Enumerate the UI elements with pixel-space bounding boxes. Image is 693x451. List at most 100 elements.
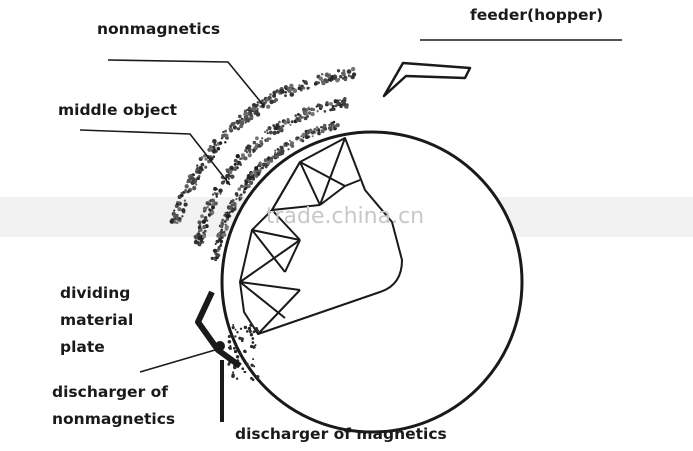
particle: [230, 171, 233, 174]
particle: [199, 239, 204, 243]
particle-stream-2: [193, 96, 349, 247]
particle: [218, 188, 223, 193]
particle: [350, 66, 356, 72]
particle: [319, 104, 324, 109]
particle: [307, 106, 310, 109]
particle: [342, 69, 346, 73]
particle: [279, 145, 284, 150]
particle: [272, 93, 277, 98]
particle: [252, 345, 256, 349]
particle: [224, 223, 227, 226]
particle: [318, 76, 324, 81]
particle: [269, 99, 274, 105]
particle: [236, 120, 240, 125]
particle: [243, 109, 248, 113]
particle: [221, 236, 224, 239]
particle: [200, 156, 204, 159]
particle: [245, 362, 249, 366]
particle: [320, 72, 324, 76]
label-middle-object: middle object: [58, 101, 178, 119]
particle: [233, 158, 238, 163]
particle: [292, 88, 298, 94]
particle: [317, 129, 321, 132]
particle: [329, 79, 333, 82]
particle: [263, 158, 268, 163]
particle: [227, 340, 232, 344]
particle: [308, 128, 313, 133]
particle: [289, 123, 292, 126]
particle: [231, 326, 235, 330]
particle: [224, 211, 228, 215]
particle: [172, 214, 176, 218]
particle: [256, 107, 259, 111]
particle: [183, 190, 187, 193]
particle: [296, 119, 299, 123]
particle: [301, 132, 306, 137]
particle: [336, 99, 340, 102]
particle: [227, 205, 232, 210]
particle: [203, 216, 208, 220]
particle: [235, 377, 239, 380]
particle: [216, 146, 221, 151]
particle: [208, 208, 211, 211]
particle: [221, 218, 225, 222]
particle: [289, 83, 294, 88]
particle: [283, 120, 288, 125]
particle: [276, 130, 280, 134]
particle: [290, 144, 295, 148]
particle: [223, 214, 227, 217]
particle: [202, 225, 207, 229]
particle: [237, 187, 242, 191]
particle: [302, 136, 305, 139]
particle: [215, 193, 218, 196]
particle: [340, 103, 343, 106]
particle: [284, 94, 287, 97]
particle: [306, 114, 310, 118]
particle: [250, 363, 254, 367]
particle: [346, 69, 352, 74]
particle: [333, 126, 336, 129]
particle: [298, 119, 302, 123]
particle: [339, 74, 343, 79]
particle: [350, 74, 355, 80]
particle: [197, 220, 202, 225]
particle: [299, 114, 302, 117]
particle: [199, 166, 203, 170]
particle: [208, 146, 214, 151]
plate-pivot: [215, 341, 225, 351]
middle-object-leader: [79, 129, 231, 186]
particle: [274, 151, 277, 155]
particle: [214, 242, 217, 246]
particle: [183, 199, 187, 202]
particle: [289, 141, 295, 146]
particle: [223, 220, 227, 223]
particle: [239, 352, 242, 355]
particle: [295, 137, 299, 141]
particle: [197, 174, 201, 178]
particle: [252, 150, 255, 154]
particle: [339, 99, 342, 102]
particle: [202, 210, 205, 213]
particle: [212, 248, 217, 253]
particle: [249, 112, 253, 117]
particle: [247, 184, 251, 189]
particle: [321, 80, 326, 86]
particle: [250, 376, 253, 380]
particle: [332, 120, 336, 124]
particle: [229, 166, 232, 169]
particle: [239, 157, 243, 160]
particle: [231, 199, 235, 203]
particle: [232, 346, 236, 350]
particle: [218, 141, 223, 145]
particle: [173, 220, 177, 224]
particle: [313, 82, 318, 86]
particle: [280, 152, 284, 156]
particle: [254, 109, 259, 114]
particle: [220, 221, 224, 225]
particle: [247, 153, 252, 158]
dividing-material-plate: [195, 290, 242, 369]
particle: [266, 161, 271, 165]
particle: [289, 92, 295, 97]
particle: [233, 162, 237, 166]
particle: [276, 148, 279, 151]
